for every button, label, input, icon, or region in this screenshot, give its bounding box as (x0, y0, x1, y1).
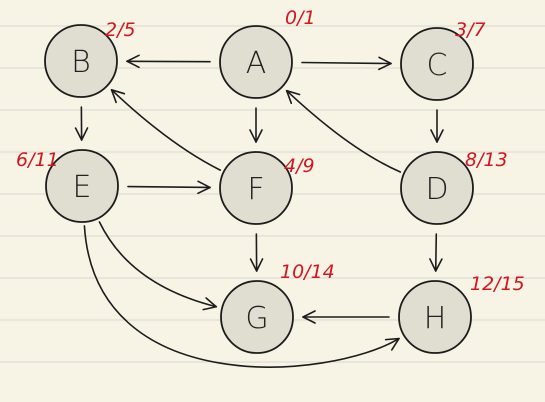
node-d: D (400, 151, 474, 225)
discovery-finish-labels: 0/1 2/5 3/7 6/11 4/9 8/13 10/14 12/15 (16, 7, 525, 295)
node-label: C (427, 48, 448, 83)
node-circle (219, 25, 293, 99)
time-label-a: 0/1 (285, 7, 316, 29)
node-circle (45, 149, 119, 223)
node-circle (400, 27, 474, 101)
time-label-b: 2/5 (105, 19, 136, 41)
node-circle (398, 280, 472, 354)
edge-f-to-b (110, 89, 222, 171)
node-label: H (424, 301, 447, 336)
time-label-c: 3/7 (455, 19, 486, 41)
node-label: E (73, 170, 92, 205)
edge-e-to-f (127, 180, 211, 195)
node-circle (400, 151, 474, 225)
node-label: G (245, 301, 268, 336)
edge-d-to-h (429, 233, 443, 272)
time-label-f: 4/9 (284, 155, 315, 177)
node-h: H (398, 280, 472, 354)
nodes: A B C E F D G H (44, 24, 474, 354)
time-label-d: 8/13 (465, 149, 508, 171)
node-a: A (219, 25, 293, 99)
node-g: G (220, 280, 294, 354)
node-label: A (246, 46, 267, 81)
node-label: F (247, 172, 264, 207)
node-b: B (44, 24, 118, 98)
time-label-h: 12/15 (470, 273, 525, 295)
node-label: B (71, 45, 91, 80)
node-circle (44, 24, 118, 98)
node-label: D (425, 172, 448, 207)
node-f: F (219, 151, 293, 225)
edge-e-to-h (83, 225, 400, 368)
edge-a-to-c (301, 56, 392, 71)
edge-e-to-g (98, 221, 218, 311)
node-e: E (45, 149, 119, 223)
node-circle (219, 151, 293, 225)
edge-d-to-a (285, 89, 402, 173)
time-label-e: 6/11 (16, 149, 59, 171)
node-circle (220, 280, 294, 354)
node-c: C (400, 27, 474, 101)
edges (74, 54, 444, 368)
time-label-g: 10/14 (280, 261, 335, 283)
